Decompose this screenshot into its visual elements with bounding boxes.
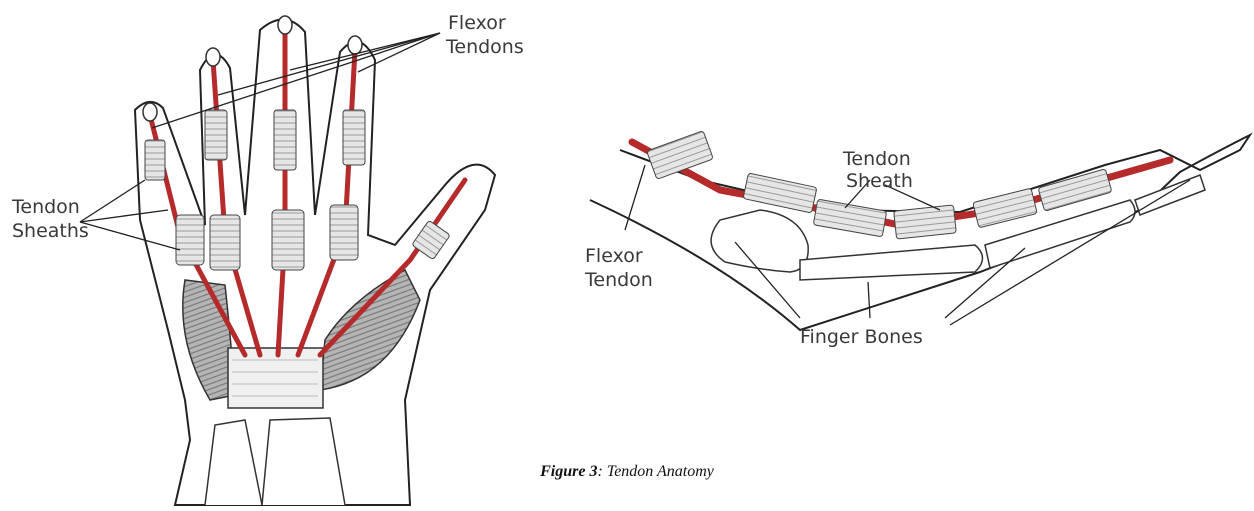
- finger-bones-label: Finger Bones: [800, 326, 923, 348]
- flexor-tendons-label-line1: Flexor: [448, 12, 506, 34]
- tendon-sheaths-label-line2: Sheaths: [12, 220, 89, 242]
- caption-text: Tendon Anatomy: [603, 463, 714, 480]
- flexor-tendon-label-line1: Flexor: [585, 245, 643, 267]
- flexor-tendons-label-line2: Tendons: [446, 36, 524, 58]
- flexor-tendon-label-line2: Tendon: [585, 269, 653, 291]
- finger-illustration: [590, 131, 1250, 330]
- carpal-ligament: [228, 348, 323, 408]
- tendon-sheath-label-line1: Tendon: [843, 148, 911, 170]
- tendon-sheaths-label-line1: Tendon: [12, 196, 80, 218]
- figure-number: Figure 3: [540, 463, 597, 480]
- figure-caption: Figure 3: Tendon Anatomy: [0, 463, 1254, 481]
- hand-illustration: [80, 16, 495, 505]
- tendon-sheath-label-line2: Sheath: [846, 170, 913, 192]
